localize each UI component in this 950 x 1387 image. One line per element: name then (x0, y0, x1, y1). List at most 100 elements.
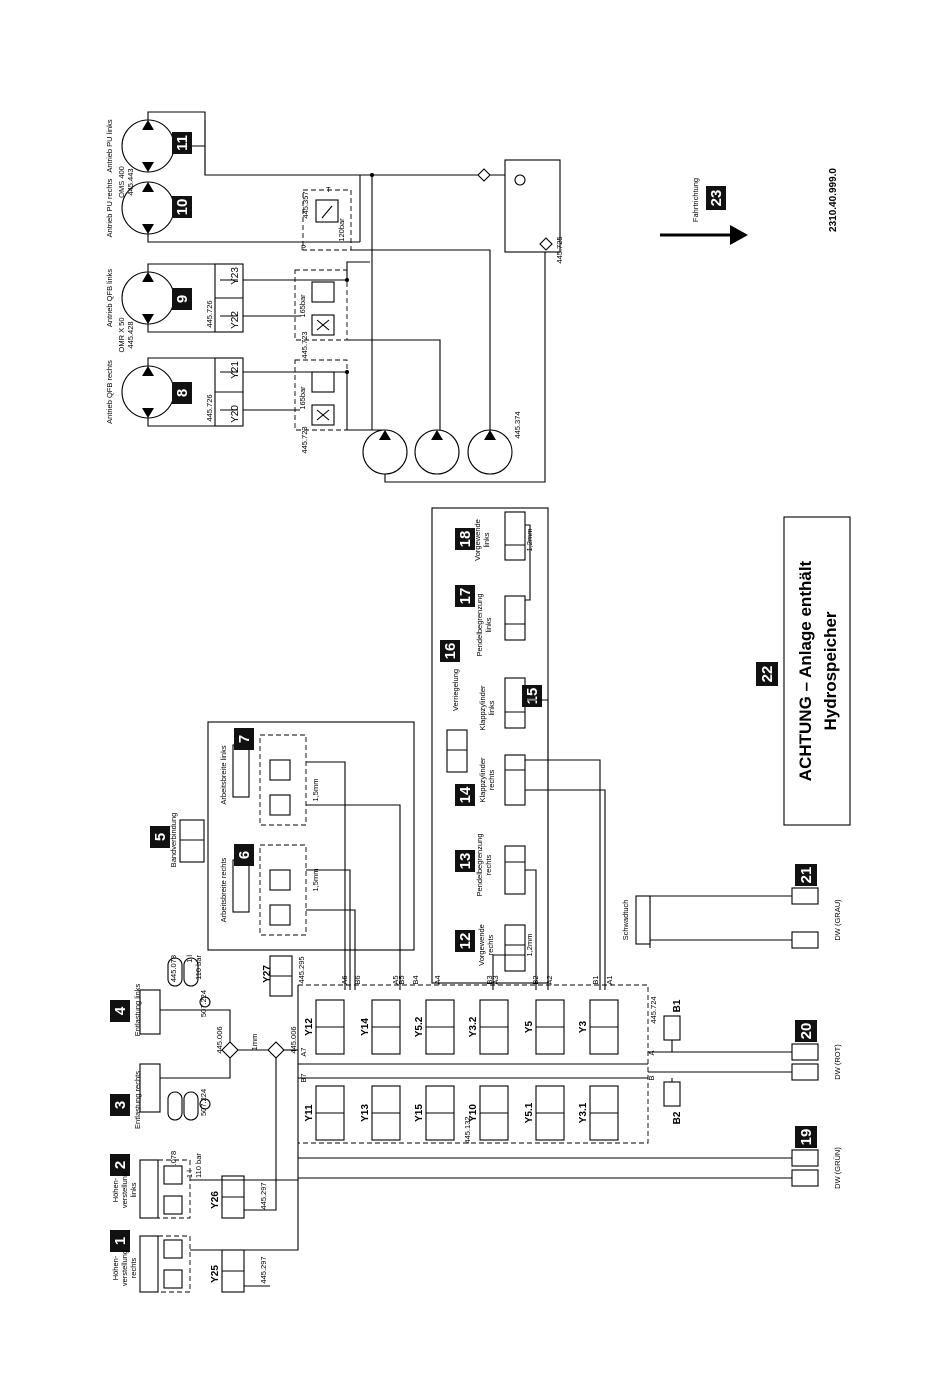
label-726b: 445.726 (205, 300, 214, 327)
working-width-frame (207, 721, 415, 951)
badge-14: 14 (455, 784, 475, 806)
port-label-a5: A5 (391, 975, 400, 984)
port-b: B (647, 1075, 656, 1080)
label-006a: 445.006 (215, 1026, 224, 1053)
label-motor-qfb-rechts: Antrieb QFB rechts (105, 360, 114, 424)
label-valve-bottom-4: Y5.1 (524, 1102, 535, 1123)
svg-text:5: 5 (152, 833, 169, 841)
badge-12: 12 (455, 930, 475, 952)
pressure-switch-b1: B1 (663, 999, 683, 1052)
cylinder-6 (232, 859, 250, 913)
cylinder-2 (139, 1159, 191, 1219)
label-oms-part: 445.443 (126, 168, 135, 195)
label-motor-qfb-links: Antrieb QFB links (105, 269, 114, 328)
label-297a: 445.297 (259, 1256, 268, 1283)
badge-16: 16 (440, 640, 460, 662)
label-gauge-l: 507.224 (199, 990, 208, 1017)
valve-group-7 (259, 734, 307, 826)
label-p-port: P (301, 243, 306, 252)
badge-20: 20 (795, 1020, 817, 1042)
label-725: 445.725 (555, 236, 564, 263)
svg-text:14: 14 (457, 786, 474, 803)
label-motor-pu-links: Antrieb PU links (105, 119, 114, 173)
label-omr-type: OMR X 50 (117, 317, 126, 352)
cylinder-1 (139, 1235, 191, 1293)
label-c17: Pendelbegrenzunglinks (475, 594, 493, 657)
svg-text:12: 12 (457, 933, 474, 950)
badge-10: 10 (172, 196, 192, 218)
label-motor-pu-rechts: Antrieb PU rechts (105, 178, 114, 237)
valve-y26 (221, 1175, 245, 1219)
pump-1 (362, 429, 408, 475)
svg-text:1: 1 (112, 1237, 129, 1245)
label-y21: Y21 (230, 361, 241, 379)
label-y22: Y22 (230, 311, 241, 329)
motor-pu-links (121, 119, 206, 175)
valve-top-2: Y5.2 (414, 999, 455, 1055)
valve-top-4: Y5 (524, 999, 565, 1055)
label-b2: B2 (672, 1111, 683, 1124)
label-orifice-12b: 1,2mm (525, 934, 534, 957)
port-label-a1: A1 (605, 975, 614, 984)
port-label-b3: B3 (485, 975, 494, 984)
label-120bar: 120bar (337, 218, 346, 242)
valve-y27: Y27 445.295 (262, 955, 306, 997)
svg-text:17: 17 (457, 588, 474, 605)
svg-text:16: 16 (442, 643, 459, 660)
label-dw-grau: DW (GRAU) (833, 899, 842, 941)
drive-circuit: Antrieb PU links Antrieb PU rechts Antri… (105, 111, 564, 483)
label-c5: Bandverbindung (169, 813, 178, 868)
label-y23: Y23 (230, 267, 241, 285)
svg-text:20: 20 (798, 1023, 815, 1040)
label-c6: Arbeitsbreite rechts (219, 857, 228, 922)
label-valve-top-1: Y14 (360, 1018, 371, 1036)
label-297b: 445.297 (259, 1182, 268, 1209)
label-295: 445.295 (297, 956, 306, 983)
label-acc-l-spec: 1 l110 bar (185, 955, 203, 980)
label-c13: Pendelbegrenzungrechts (475, 834, 493, 897)
warning-line2: Hydrospeicher (821, 611, 840, 730)
label-omr-part: 445.428 (126, 321, 135, 348)
valve-top-3: Y3.2 (468, 999, 509, 1055)
label-y26: Y26 (210, 1191, 221, 1209)
label-valve-top-4: Y5 (524, 1020, 535, 1033)
port-label-a2: A2 (545, 975, 554, 984)
label-valve-bottom-3: Y10 (468, 1104, 479, 1122)
label-y27: Y27 (262, 965, 273, 983)
cylinder-18 (504, 511, 526, 561)
valve-bottom-0: Y11 (304, 1085, 345, 1141)
svg-text:7: 7 (236, 735, 253, 743)
direction-indicator: Fahrtrichtung 23 (660, 178, 748, 245)
port-a7: A7 (299, 1047, 308, 1056)
badge-8: 8 (172, 382, 192, 404)
pump-3 (467, 429, 513, 475)
label-c16: Verriegelung (451, 669, 460, 711)
port-label-b5: B5 (397, 975, 406, 984)
motor-qfb-links (121, 271, 175, 325)
svg-text:4: 4 (112, 1006, 129, 1015)
valve-bottom-1: Y13 (360, 1085, 401, 1141)
svg-text:6: 6 (236, 851, 253, 859)
label-valve-bottom-5: Y3.1 (578, 1102, 589, 1123)
valve-bottom-5: Y3.1 (578, 1085, 619, 1141)
svg-text:3: 3 (112, 1101, 129, 1109)
cylinder-5 (179, 819, 205, 863)
label-c14: Klappzylinderrechts (478, 757, 496, 803)
badge-1: 1 (110, 1230, 130, 1252)
badge-4: 4 (110, 1000, 130, 1022)
port-label-a3: A3 (491, 975, 500, 984)
badge-17: 17 (455, 585, 475, 607)
relief-valve-pu (302, 189, 352, 251)
label-c4: Entlastung links (133, 983, 142, 1036)
label-357: 445.357 (301, 191, 310, 218)
valve-bottom-4: Y5.1 (524, 1085, 565, 1141)
cylinder-14 (504, 754, 526, 806)
valve-bottom-2: Y15 (414, 1085, 455, 1141)
label-acc-r: 445.078 (169, 1151, 178, 1178)
svg-text:9: 9 (174, 295, 191, 303)
label-t-port: T (326, 185, 331, 194)
badge-15: 15 (522, 685, 542, 707)
badge-11: 11 (172, 132, 192, 154)
label-c1: Höhen-verstellungrechts (111, 1250, 138, 1286)
